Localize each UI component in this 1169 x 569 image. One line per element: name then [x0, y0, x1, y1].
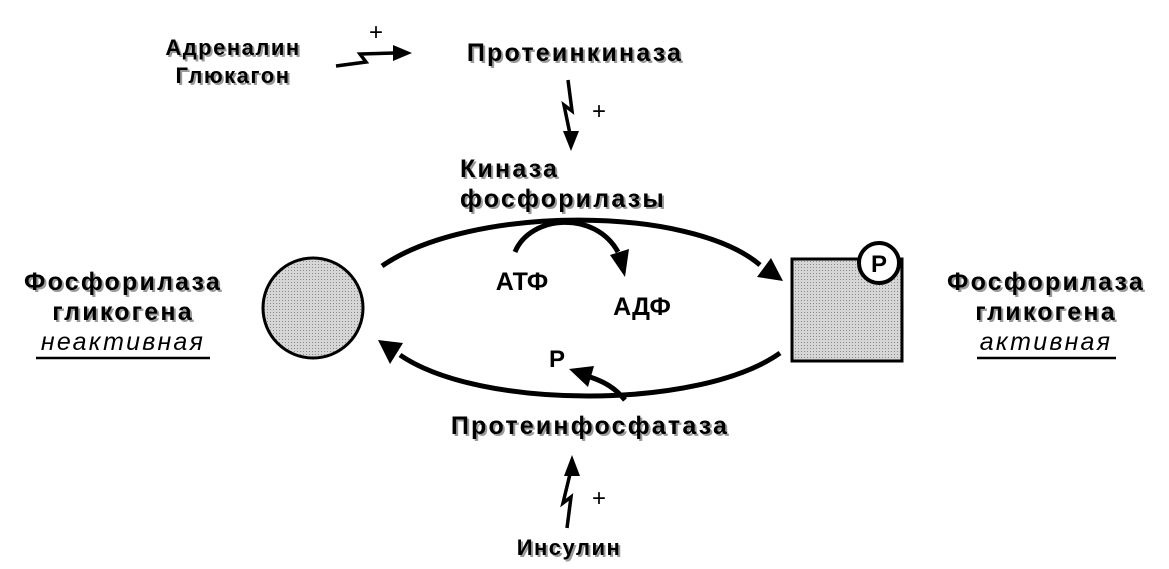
svg-text:гликогена: гликогена	[975, 298, 1117, 326]
plus-sign: +	[592, 485, 606, 512]
phosphate-group-label: Р	[871, 251, 887, 278]
svg-text:гликогена: гликогена	[977, 300, 1119, 328]
active-form-label: Фосфорилаза Фосфорилаза гликогена гликог…	[947, 268, 1147, 360]
protein-phosphatase-label: Протеинфосфатаза Протеинфосфатаза	[451, 412, 731, 442]
inactive-form-label: Фосфорилаза Фосфорилаза гликогена гликог…	[24, 268, 224, 360]
inactive-phosphorylase-circle	[261, 256, 365, 360]
svg-text:Киназа: Киназа	[460, 155, 559, 183]
dephosphorylation-arc	[378, 340, 782, 399]
glucagon-label: Глюкагон	[176, 63, 291, 88]
inactive-state-label: неактивная	[41, 328, 205, 356]
svg-text:Протеинфосфатаза: Протеинфосфатаза	[453, 414, 731, 442]
insulin-label: Инсулин Инсулин	[517, 535, 624, 562]
atp-adp-arc	[512, 219, 629, 277]
svg-text:Протеинкиназа: Протеинкиназа	[467, 39, 683, 67]
svg-text:фосфорилазы: фосфорилазы	[462, 187, 668, 215]
phosphorylation-arc	[380, 217, 783, 281]
svg-text:Адреналин: Адреналин	[167, 37, 302, 62]
activation-arrow-hormones: +	[335, 19, 412, 68]
svg-text:Фосфорилаза: Фосфорилаза	[26, 270, 224, 298]
atp-label: АТФ	[496, 268, 548, 296]
adrenaline-label: Адреналин	[165, 35, 300, 60]
hormones-label: Адреналин Адреналин Глюкагон Глюкагон	[165, 35, 302, 90]
plus-sign: +	[369, 19, 383, 46]
svg-text:Протеинкиназа: Протеинкиназа	[469, 41, 685, 69]
protein-kinase-label: Протеинкиназа Протеинкиназа	[467, 39, 685, 69]
svg-text:Киназа: Киназа	[462, 157, 561, 185]
svg-text:фосфорилазы: фосфорилазы	[460, 185, 666, 213]
svg-text:Глюкагон: Глюкагон	[178, 65, 293, 90]
adp-label: АДФ	[613, 293, 671, 321]
activation-arrow-insulin: +	[560, 455, 606, 529]
phosphate-group-marker	[857, 241, 901, 285]
svg-text:Фосфорилаза: Фосфорилаза	[24, 268, 222, 296]
phosphate-label: Р	[549, 346, 565, 373]
active-state-label: активная	[980, 328, 1112, 356]
phosphate-release-arc	[569, 366, 627, 402]
svg-text:Фосфорилаза: Фосфорилаза	[949, 270, 1147, 298]
svg-text:Фосфорилаза: Фосфорилаза	[947, 268, 1145, 296]
plus-sign: +	[592, 98, 606, 125]
phosphorylase-kinase-label: Киназа Киназа фосфорилазы фосфорилазы	[460, 155, 668, 215]
svg-text:гликогена: гликогена	[52, 298, 194, 326]
active-phosphorylase-square: Р	[790, 241, 904, 363]
svg-text:гликогена: гликогена	[54, 300, 196, 328]
svg-text:Инсулин: Инсулин	[517, 535, 622, 560]
svg-text:Протеинфосфатаза: Протеинфосфатаза	[451, 412, 729, 440]
svg-text:Инсулин: Инсулин	[519, 537, 624, 562]
activation-arrow-protein-kinase: +	[561, 79, 606, 151]
